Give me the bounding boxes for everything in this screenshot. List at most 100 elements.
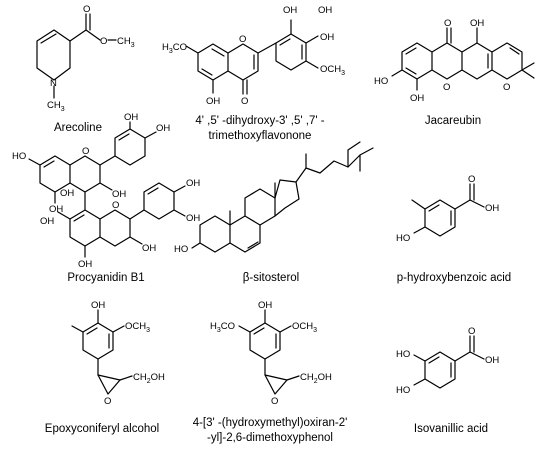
- jacareubin-ring-left: [401, 42, 433, 80]
- atom-label: HO: [396, 385, 410, 396]
- sitosterol-ring-c: [244, 188, 276, 226]
- jacareubin-methyl-2: [521, 69, 535, 79]
- iva-ho-top-bond: [413, 354, 426, 362]
- molecule-caption: 4' ,5' -dihydroxy-3' ,5' ,7' -: [195, 115, 324, 127]
- molecule-caption: trimethoxyflavonone: [209, 130, 312, 142]
- jacareubin-pyran: [491, 42, 523, 80]
- atom-label: OH: [206, 96, 220, 107]
- molecule-p-hydroxybenzoic-acid: O OH HO: [396, 174, 499, 244]
- phba-methyl: [411, 199, 426, 210]
- atom-label: OCH3: [320, 64, 345, 77]
- flavonone-link: [257, 42, 277, 54]
- molecule-flavonone: OH OH OH OCH3 H3CO O OH O: [162, 5, 345, 107]
- atom-label: CH3: [47, 100, 65, 113]
- molecule-arecoline: O O CH3 N CH3: [36, 4, 135, 113]
- molecule-caption: Procyanidin B1: [67, 272, 144, 284]
- iva-oh-bond: [469, 351, 485, 360]
- flavonone-oh-mid-bond: [305, 35, 319, 44]
- epc-double: [86, 327, 98, 335]
- atom-label: OCH3: [292, 321, 317, 334]
- molecule-caption: Arecoline: [54, 122, 102, 134]
- procyanidin-ring-a1: [39, 155, 71, 193]
- dmp-epoxide: [264, 374, 288, 395]
- atom-label: OCH3: [125, 321, 150, 334]
- epc-epoxide: [97, 374, 121, 395]
- arecoline-ester-bond: [69, 29, 87, 42]
- molecule-procyanidin: HO O OH OH OH OH OH OH O OH OH OH OH: [12, 112, 200, 270]
- molecule-sitosterol: HO: [174, 141, 374, 255]
- sitosterol-ring-d: [274, 179, 300, 217]
- procyanidin-ring-c2: [99, 209, 131, 247]
- procyanidin-ring-a2: [69, 209, 101, 247]
- arecoline-ester-o-bond: [85, 29, 101, 41]
- flavonone-ring-a-double: [211, 48, 225, 57]
- atom-label: O: [239, 34, 246, 45]
- atom-label: OH: [91, 300, 105, 311]
- procyanidin-oh1-bond: [28, 158, 41, 166]
- procyanidin-double-3: [73, 214, 85, 222]
- atom-label: O: [100, 36, 107, 47]
- atom-label: OH: [142, 243, 156, 254]
- molecule-caption: β-sitosterol: [243, 272, 299, 284]
- flavonone-ring-a-double-2: [201, 68, 213, 76]
- dmp-h3co-bond: [238, 325, 251, 333]
- flavonone-ring-b-double: [279, 38, 291, 46]
- atom-label: OH: [156, 123, 170, 134]
- atom-label: HO: [12, 151, 26, 162]
- flavonone-ring-c: [227, 43, 259, 81]
- jacareubin-ring-center: [431, 42, 463, 80]
- sitosterol-side-chain: [295, 154, 361, 183]
- flavonone-och3-bond: [305, 60, 319, 69]
- dmp-ch2oh-bond: [286, 375, 300, 381]
- atom-label: OH: [320, 32, 334, 43]
- molecule-isovanillic-acid: O OH HO HO: [396, 326, 499, 396]
- molecule-caption: p-hydroxybenzoic acid: [397, 272, 511, 284]
- flavonone-meo-bond: [185, 45, 199, 54]
- procyanidin-oh10-bond: [173, 209, 186, 217]
- atom-label: O: [503, 82, 510, 93]
- atom-label: OH: [60, 188, 74, 199]
- phba-ho-bond: [413, 226, 426, 234]
- atom-label: OH: [485, 355, 499, 366]
- procyanidin-oh6-bond: [57, 211, 71, 220]
- atom-label: HO: [174, 244, 188, 255]
- jacareubin-pyran-double: [509, 47, 520, 55]
- procyanidin-link-b2: [129, 209, 145, 220]
- atom-label: OH: [78, 259, 92, 270]
- atom-label: OH: [283, 5, 297, 16]
- molecule-caption: Isovanillic acid: [414, 423, 488, 435]
- sitosterol-oh-bond: [191, 242, 201, 249]
- procyanidin-ring-c1: [69, 155, 101, 193]
- epc-och3-bond: [112, 325, 125, 333]
- atom-label: OH: [318, 5, 332, 16]
- atom-label: O: [468, 326, 475, 337]
- jacareubin-ring-right: [461, 42, 493, 80]
- atom-label: H3CO: [162, 42, 187, 55]
- atom-label: N: [50, 78, 57, 89]
- atom-label: O: [112, 200, 119, 211]
- jacareubin-oh-left-bond: [391, 69, 403, 77]
- atom-label: OH: [485, 203, 499, 214]
- atom-label: O: [241, 96, 248, 107]
- atom-label: OH: [186, 213, 200, 224]
- molecule-caption: -yl]-2,6-dimethoxyphenol: [207, 432, 333, 444]
- iva-carboxyl-bond: [454, 351, 471, 362]
- jacareubin-double: [405, 47, 417, 55]
- procyanidin-ring-b1: [114, 128, 146, 166]
- iva-double: [428, 356, 440, 364]
- procyanidin-oh5-bond: [144, 131, 157, 139]
- procyanidin-double: [43, 160, 55, 168]
- atom-label: H3CO: [210, 321, 235, 334]
- epc-ch2oh-bond: [119, 375, 133, 381]
- sitosterol-isopropyl: [359, 147, 374, 172]
- atom-label: OH: [410, 93, 424, 104]
- procyanidin-oh8-bond: [129, 236, 143, 245]
- procyanidin-double-2: [118, 133, 130, 141]
- sitosterol-ring-b: [229, 215, 261, 253]
- molecule-jacareubin: O OH O O HO OH: [374, 18, 535, 104]
- molecule-epoxyconiferyl-alcohol: OH OCH3 CH2OH O: [71, 300, 165, 407]
- atom-label: OH: [124, 112, 138, 123]
- atom-label: HO: [396, 349, 410, 360]
- atom-label: O: [443, 82, 450, 93]
